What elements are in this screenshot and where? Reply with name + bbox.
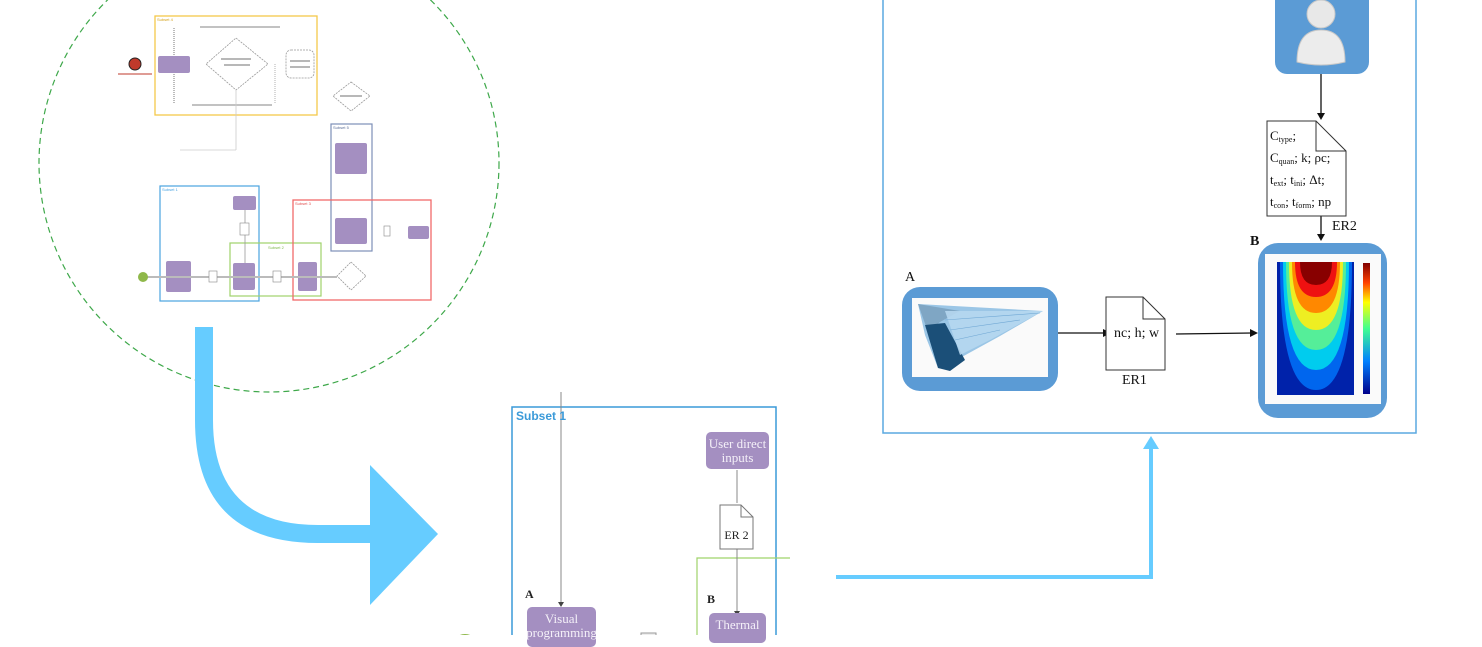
- er2-label: ER2: [1332, 219, 1357, 234]
- node-b-letter: B: [1250, 234, 1260, 249]
- surface-plot-thumbnail: [918, 304, 1043, 371]
- mini-subset-yellow-label: Subset 4: [157, 17, 173, 22]
- mini-subset-red: [292, 199, 432, 301]
- user-avatar-icon: [1296, 0, 1346, 66]
- er2-content: Ctype; Cquan; k; ρc; text; tini; Δt; tcon; …: [1270, 125, 1346, 215]
- node-a-letter: A: [905, 270, 916, 285]
- er2-param-line: tcon; tform; np: [1270, 194, 1332, 210]
- zoomed-doc-er2: [719, 504, 754, 550]
- doc-er2-shape: [1266, 120, 1347, 217]
- er2-param-line: text; tini; Δt;: [1270, 172, 1325, 188]
- er2-param-line: Ctype;: [1270, 128, 1297, 144]
- zoomed-node-b-letter: B: [707, 592, 716, 606]
- zoomed-subset-title: Subset 1: [516, 409, 567, 423]
- contour-plot-thumbnail: [1277, 262, 1370, 395]
- er1-label: ER1: [1122, 373, 1147, 388]
- mini-subset-green: [229, 242, 322, 297]
- thermal-node[interactable]: Thermal: [709, 613, 766, 643]
- zoomed-green-subset: [696, 557, 790, 635]
- detail-panel: [882, 0, 1417, 434]
- thermal-label: Thermal: [715, 617, 760, 632]
- mini-subset-slate: [330, 123, 373, 252]
- er1-content: nc; h; w: [1114, 326, 1160, 341]
- mini-end-event: [128, 57, 142, 71]
- doc-er1-shape: [1105, 296, 1166, 371]
- connector-arrow: [836, 446, 1153, 579]
- zoom-arrow-curved: [195, 327, 438, 605]
- mini-subset-red-label: Subset 3: [295, 201, 311, 206]
- zoomed-subset-frame: [511, 406, 777, 635]
- mini-subset-blue-label: Subset 1: [162, 187, 178, 192]
- mini-subset-slate-label: Subset 5: [333, 125, 349, 130]
- mini-node: [158, 56, 190, 73]
- zoomed-node-a-letter: A: [525, 587, 534, 601]
- overview-circle: [38, 0, 500, 393]
- mini-subset-green-label: Subset 2: [268, 245, 284, 250]
- er2-param-line: Cquan; k; ρc;: [1270, 150, 1331, 166]
- connector-arrowhead: [1143, 436, 1159, 449]
- colorbar: [1363, 263, 1370, 394]
- zoomed-doc-er2-label: ER 2: [724, 528, 749, 542]
- mini-start-event: [138, 272, 148, 282]
